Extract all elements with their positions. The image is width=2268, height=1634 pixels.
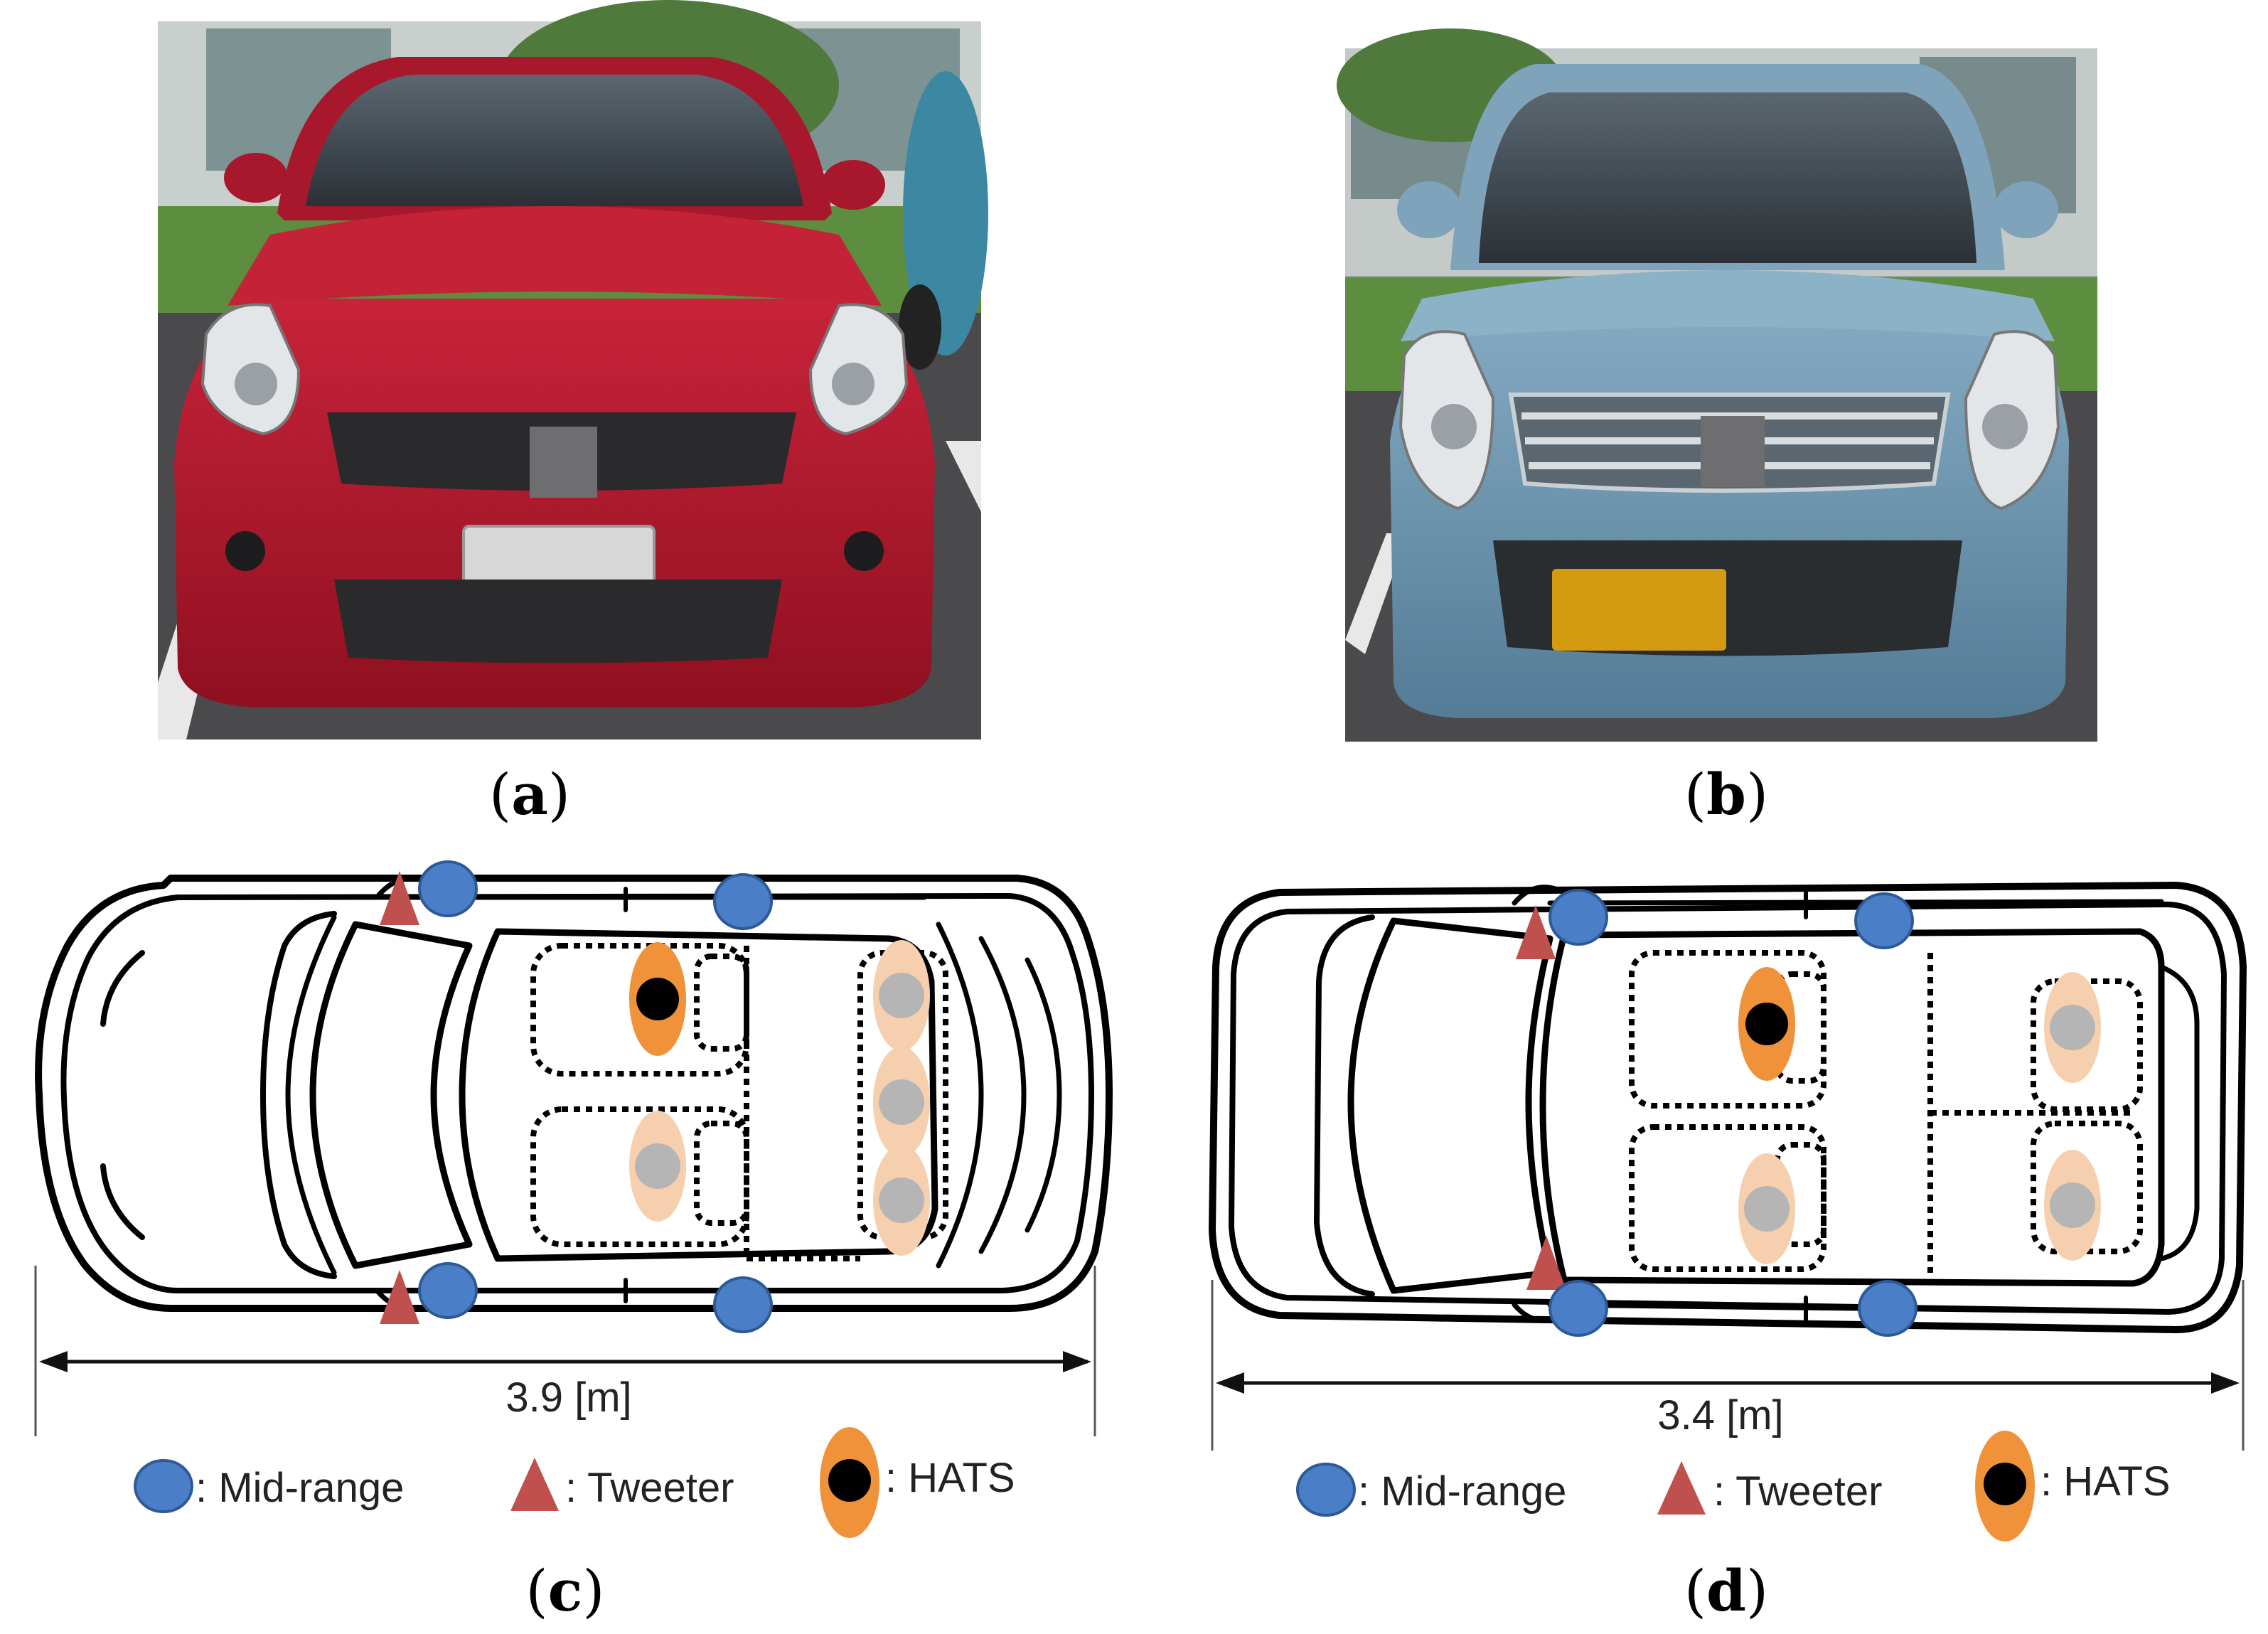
legend-tweeter-label: : Tweeter (565, 1465, 734, 1511)
panel-label-a: (a) (489, 761, 570, 828)
tweeter-icon (1526, 1236, 1566, 1290)
dimension-label-c: 3.9 [m] (506, 1374, 631, 1421)
legend-midrange-icon (134, 1459, 193, 1513)
midrange-speaker-icon (1858, 1280, 1917, 1337)
tweeter-icon (1516, 905, 1556, 959)
seat-head-icon (2050, 1182, 2095, 1228)
legend-d: : Mid-range : Tweeter : HATS (1296, 1431, 2171, 1542)
seat-head-icon (879, 1079, 924, 1125)
seat-head-icon (635, 1143, 680, 1189)
dimension-c: 3.9 [m] (34, 1266, 1096, 1436)
speaker-markers (380, 860, 2101, 1337)
tweeter-icon (380, 871, 419, 925)
seat-head-icon (879, 1178, 924, 1223)
panel-label-d: (d) (1684, 1557, 1768, 1624)
legend-midrange-label: : Mid-range (1358, 1468, 1566, 1515)
panel-label-b: (b) (1684, 761, 1768, 828)
top-view-car-d (1209, 882, 2247, 1333)
svg-text:(c): (c) (525, 1557, 604, 1624)
dimension-d: 3.4 [m] (1211, 1280, 2245, 1451)
tweeter-icon (380, 1270, 419, 1324)
midrange-speaker-icon (713, 873, 773, 930)
seat-head-icon (2050, 1005, 2095, 1050)
seat-head-icon (1744, 1186, 1790, 1232)
midrange-speaker-icon (418, 1262, 478, 1319)
photo-car-a (158, 0, 988, 739)
legend-hats-label: : HATS (2040, 1458, 2171, 1505)
legend-midrange-icon (1296, 1463, 1356, 1517)
svg-text:(d): (d) (1684, 1557, 1768, 1624)
svg-text:(b): (b) (1684, 761, 1768, 828)
panel-label-c: (c) (525, 1557, 604, 1624)
legend-tweeter-icon (510, 1458, 559, 1511)
midrange-speaker-icon (418, 860, 478, 917)
svg-text:(a): (a) (489, 761, 570, 828)
legend-c: : Mid-range : Tweeter : HATS (134, 1427, 1015, 1538)
photo-car-b (1337, 28, 2097, 742)
midrange-speaker-icon (1548, 889, 1608, 946)
legend-midrange-label: : Mid-range (196, 1465, 404, 1511)
midrange-speaker-icon (713, 1276, 773, 1333)
midrange-speaker-icon (1548, 1280, 1608, 1337)
legend-tweeter-label: : Tweeter (1713, 1468, 1883, 1515)
midrange-speaker-icon (1854, 892, 1914, 949)
seat-head-icon (879, 973, 924, 1018)
hats-head-icon (636, 978, 679, 1020)
hats-head-icon (1745, 1003, 1788, 1045)
legend-tweeter-icon (1657, 1461, 1706, 1515)
top-view-car-c (35, 875, 1113, 1312)
dimension-label-d: 3.4 [m] (1657, 1392, 1783, 1438)
legend-hats-label: : HATS (885, 1455, 1015, 1501)
